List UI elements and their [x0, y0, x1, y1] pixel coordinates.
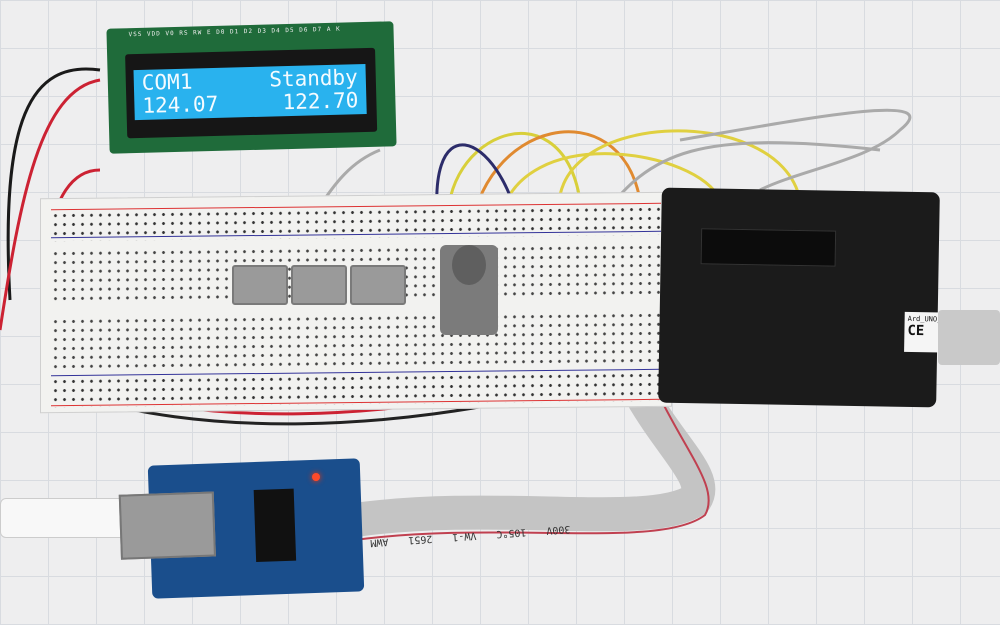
microcontroller-chip — [700, 228, 837, 267]
status-led — [312, 473, 320, 481]
arduino-uno-board: Ard_UNO_R3DIP CE — [658, 187, 965, 408]
rj45-jack — [118, 491, 216, 560]
usb-connector — [938, 310, 1000, 365]
lcd-line1-left: COM1 — [141, 69, 193, 95]
lcd-pin-labels: VSS VDD V0 RS RW E D0 D1 D2 D3 D4 D5 D6 … — [128, 25, 341, 39]
ethernet-module — [118, 458, 365, 599]
push-button-1[interactable] — [232, 265, 288, 305]
ethernet-cable — [0, 498, 130, 538]
encoder-knob[interactable] — [452, 245, 486, 285]
lcd-line2-left: 124.07 — [142, 91, 219, 118]
push-button-3[interactable] — [350, 265, 406, 305]
lcd-line2-right: 122.70 — [282, 88, 359, 115]
lcd-module: VSS VDD V0 RS RW E D0 D1 D2 D3 D4 D5 D6 … — [106, 21, 397, 154]
push-button-2[interactable] — [291, 265, 347, 305]
rotary-encoder[interactable] — [440, 245, 498, 335]
ethernet-chip — [253, 488, 297, 563]
